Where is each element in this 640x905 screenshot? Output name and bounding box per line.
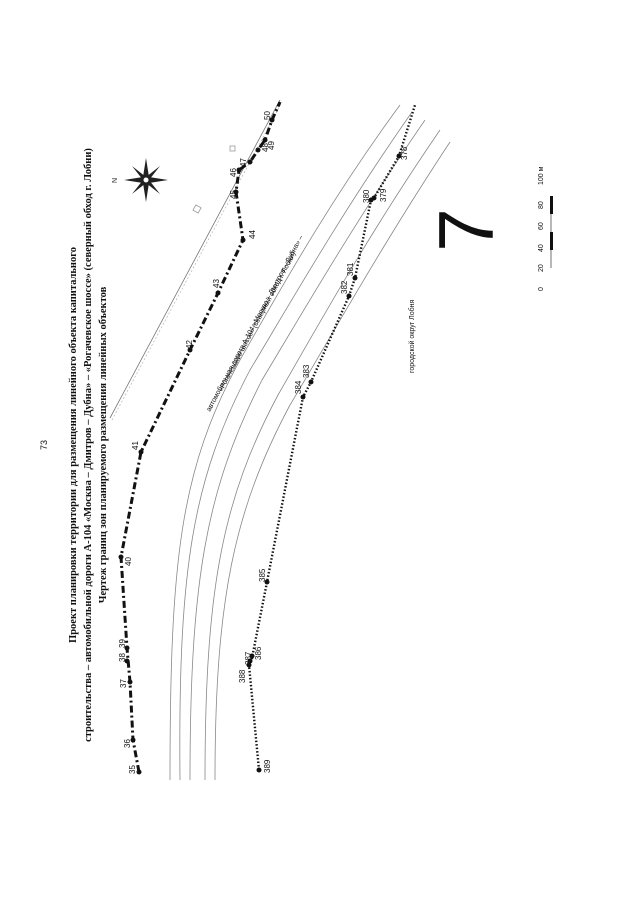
lower-points: 389 388 387 386 385 384 383 382 381 380 … bbox=[238, 146, 409, 773]
diagonal-line bbox=[109, 99, 281, 419]
scale-tick-0: 0 bbox=[538, 287, 545, 291]
title-line-2: строительства – автомобильной дороги А-1… bbox=[83, 148, 94, 742]
title-line-1: Проект планировки территории для размеще… bbox=[68, 247, 79, 643]
point-35 bbox=[136, 769, 142, 775]
point-389 bbox=[256, 767, 262, 773]
point-48 bbox=[255, 147, 261, 153]
district-label: городской округ Лобня bbox=[408, 299, 416, 373]
road-edge-2 bbox=[179, 111, 413, 781]
point-49 bbox=[262, 137, 268, 143]
point-39 bbox=[124, 645, 130, 651]
point-379 bbox=[371, 195, 377, 201]
road-edge-4 bbox=[204, 129, 441, 781]
point-43 bbox=[215, 290, 221, 296]
point-386 bbox=[249, 653, 255, 659]
compass-rose: N bbox=[112, 158, 168, 202]
point-40 bbox=[118, 554, 124, 560]
upper-points: 35 36 37 38 39 40 41 42 43 44 45 46 47 4… bbox=[118, 111, 276, 775]
scale-bar: 0 20 40 60 80 100 м bbox=[538, 166, 553, 291]
small-mark-2 bbox=[229, 145, 236, 152]
label-386: 386 bbox=[254, 646, 263, 660]
label-41: 41 bbox=[131, 441, 140, 450]
point-41 bbox=[138, 449, 144, 455]
road-label-2: «Рогачевское шоссе» (северный обход г. Л… bbox=[217, 251, 298, 393]
point-388 bbox=[246, 662, 252, 668]
point-382 bbox=[346, 293, 352, 299]
label-380: 380 bbox=[362, 189, 371, 203]
label-47: 47 bbox=[239, 158, 248, 167]
label-43: 43 bbox=[212, 279, 221, 288]
point-383 bbox=[308, 379, 314, 385]
label-379: 379 bbox=[379, 188, 388, 202]
point-381 bbox=[352, 275, 358, 281]
label-388: 388 bbox=[238, 669, 247, 683]
label-384: 384 bbox=[294, 380, 303, 394]
label-389: 389 bbox=[263, 759, 272, 773]
label-50: 50 bbox=[263, 111, 272, 120]
label-385: 385 bbox=[258, 568, 267, 582]
point-50 bbox=[269, 117, 275, 123]
upper-boundary-line bbox=[119, 101, 282, 773]
scale-tick-20: 20 bbox=[538, 264, 545, 272]
label-39: 39 bbox=[118, 639, 127, 648]
label-36: 36 bbox=[123, 739, 132, 748]
point-47 bbox=[247, 159, 253, 165]
small-mark-1 bbox=[192, 204, 202, 214]
scale-tick-100: 100 м bbox=[538, 166, 545, 185]
label-37: 37 bbox=[119, 679, 128, 688]
point-42 bbox=[187, 347, 193, 353]
road-edge-1 bbox=[169, 104, 401, 781]
road-edge-5 bbox=[214, 141, 451, 781]
label-382: 382 bbox=[340, 280, 349, 294]
road-edge-3 bbox=[189, 119, 426, 781]
compass-north-label: N bbox=[112, 178, 119, 183]
title-line-3: Чертеж границ зон планируемого размещени… bbox=[98, 286, 109, 603]
label-381: 381 bbox=[346, 262, 355, 276]
point-38 bbox=[124, 658, 130, 664]
label-38: 38 bbox=[118, 653, 127, 662]
road-edges bbox=[169, 104, 451, 781]
title-block: Проект планировки территории для размеще… bbox=[68, 148, 109, 742]
label-40: 40 bbox=[124, 557, 133, 566]
page-number: 73 bbox=[39, 440, 49, 450]
label-49: 49 bbox=[267, 141, 276, 150]
label-378: 378 bbox=[400, 146, 409, 160]
label-48: 48 bbox=[261, 143, 270, 152]
point-385 bbox=[264, 579, 270, 585]
scale-segment-2 bbox=[550, 232, 553, 250]
scale-tick-80: 80 bbox=[538, 201, 545, 209]
scale-tick-40: 40 bbox=[538, 244, 545, 252]
sheet-number: 7 bbox=[422, 208, 510, 251]
scale-segment-1 bbox=[550, 196, 553, 214]
point-46 bbox=[236, 167, 242, 173]
label-42: 42 bbox=[185, 340, 194, 349]
point-36 bbox=[130, 737, 136, 743]
point-44 bbox=[240, 237, 246, 243]
label-46: 46 bbox=[229, 168, 238, 177]
point-378 bbox=[396, 153, 402, 159]
scale-tick-60: 60 bbox=[538, 222, 545, 230]
point-387 bbox=[247, 658, 253, 664]
point-45 bbox=[233, 189, 239, 195]
point-384 bbox=[300, 394, 306, 400]
label-35: 35 bbox=[128, 765, 137, 774]
label-383: 383 bbox=[302, 364, 311, 378]
label-44: 44 bbox=[248, 230, 257, 239]
compass-star-icon bbox=[124, 158, 168, 202]
label-45: 45 bbox=[229, 190, 238, 199]
point-37 bbox=[127, 679, 133, 685]
label-387: 387 bbox=[244, 651, 253, 665]
